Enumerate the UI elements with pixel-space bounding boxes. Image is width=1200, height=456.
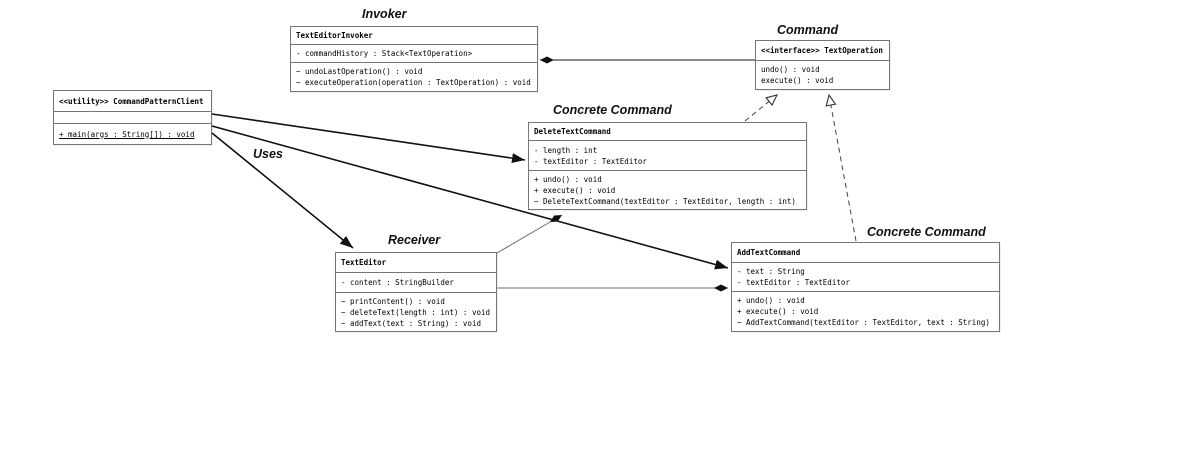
class-title: TextEditorInvoker bbox=[296, 31, 373, 40]
role-label-receiver: Receiver bbox=[388, 233, 441, 247]
class-attributes: - content : StringBuilder bbox=[336, 272, 496, 292]
class-title: <<interface>> TextOperation bbox=[761, 46, 883, 55]
role-label-concrete-command-delete: Concrete Command bbox=[553, 103, 672, 117]
class-method: ~ deleteText(length : int) : void bbox=[341, 307, 491, 317]
class-method: + execute() : void bbox=[737, 307, 819, 316]
class-methods: + undo() : void + execute() : void ~ Add… bbox=[732, 291, 999, 331]
role-label-concrete-command-add: Concrete Command bbox=[867, 225, 986, 239]
class-attribute: - commandHistory : Stack<TextOperation> bbox=[296, 49, 473, 58]
class-method: ~ AddTextCommand(textEditor : TextEditor… bbox=[737, 318, 990, 327]
edge-label-uses: Uses bbox=[253, 147, 283, 161]
class-attribute: - length : int bbox=[534, 145, 598, 155]
class-title: AddTextCommand bbox=[737, 248, 801, 257]
class-attribute: - content : StringBuilder bbox=[341, 278, 454, 287]
class-attributes: - commandHistory : Stack<TextOperation> bbox=[291, 44, 537, 62]
class-method: undo() : void bbox=[761, 65, 820, 74]
class-attributes: - text : String - textEditor : TextEdito… bbox=[732, 262, 999, 291]
class-methods: ~ printContent() : void ~ deleteText(len… bbox=[336, 292, 496, 331]
class-box-texteditor: TextEditor - content : StringBuilder ~ p… bbox=[335, 252, 497, 332]
class-method: + main(args : String[]) : void bbox=[59, 129, 195, 139]
class-method: + undo() : void bbox=[737, 296, 805, 305]
class-methods: undo() : void execute() : void bbox=[756, 60, 889, 89]
class-attributes-empty bbox=[54, 111, 211, 123]
class-title: TextEditor bbox=[341, 258, 387, 267]
class-methods: + undo() : void + execute() : void ~ Del… bbox=[529, 170, 806, 209]
class-box-texteditorinvoker: TextEditorInvoker - commandHistory : Sta… bbox=[290, 26, 538, 92]
edge-deletetextcommand-aggregates-texteditor bbox=[496, 214, 563, 254]
class-title: <<utility>> CommandPatternClient bbox=[59, 96, 204, 106]
role-label-invoker: Invoker bbox=[362, 7, 407, 21]
class-method: ~ executeOperation(operation : TextOpera… bbox=[296, 78, 531, 87]
class-attributes: - length : int - textEditor : TextEditor bbox=[529, 140, 806, 170]
class-box-commandpatternclient: <<utility>> CommandPatternClient + main(… bbox=[53, 90, 212, 145]
class-attribute: - text : String bbox=[737, 267, 805, 276]
class-method: + execute() : void bbox=[534, 185, 616, 195]
class-methods: ~ undoLastOperation() : void ~ executeOp… bbox=[291, 62, 537, 91]
class-methods: + main(args : String[]) : void bbox=[54, 123, 211, 144]
class-method: execute() : void bbox=[761, 76, 834, 85]
class-attribute: - textEditor : TextEditor bbox=[737, 278, 850, 287]
class-method: ~ addText(text : String) : void bbox=[341, 318, 481, 328]
class-attribute: - textEditor : TextEditor bbox=[534, 156, 647, 166]
class-method: + undo() : void bbox=[534, 174, 602, 184]
class-method: ~ printContent() : void bbox=[341, 296, 445, 306]
role-label-command: Command bbox=[777, 23, 839, 37]
class-title: DeleteTextCommand bbox=[534, 127, 611, 136]
class-method: ~ undoLastOperation() : void bbox=[296, 67, 423, 76]
class-box-textoperation-interface: <<interface>> TextOperation undo() : voi… bbox=[755, 40, 890, 90]
class-box-deletetextcommand: DeleteTextCommand - length : int - textE… bbox=[528, 122, 807, 210]
class-box-addtextcommand: AddTextCommand - text : String - textEdi… bbox=[731, 242, 1000, 332]
class-method: ~ DeleteTextCommand(textEditor : TextEdi… bbox=[534, 196, 796, 206]
edge-deletetextcommand-realizes-textoperation bbox=[744, 95, 777, 122]
edge-addtextcommand-realizes-textoperation bbox=[829, 95, 857, 242]
